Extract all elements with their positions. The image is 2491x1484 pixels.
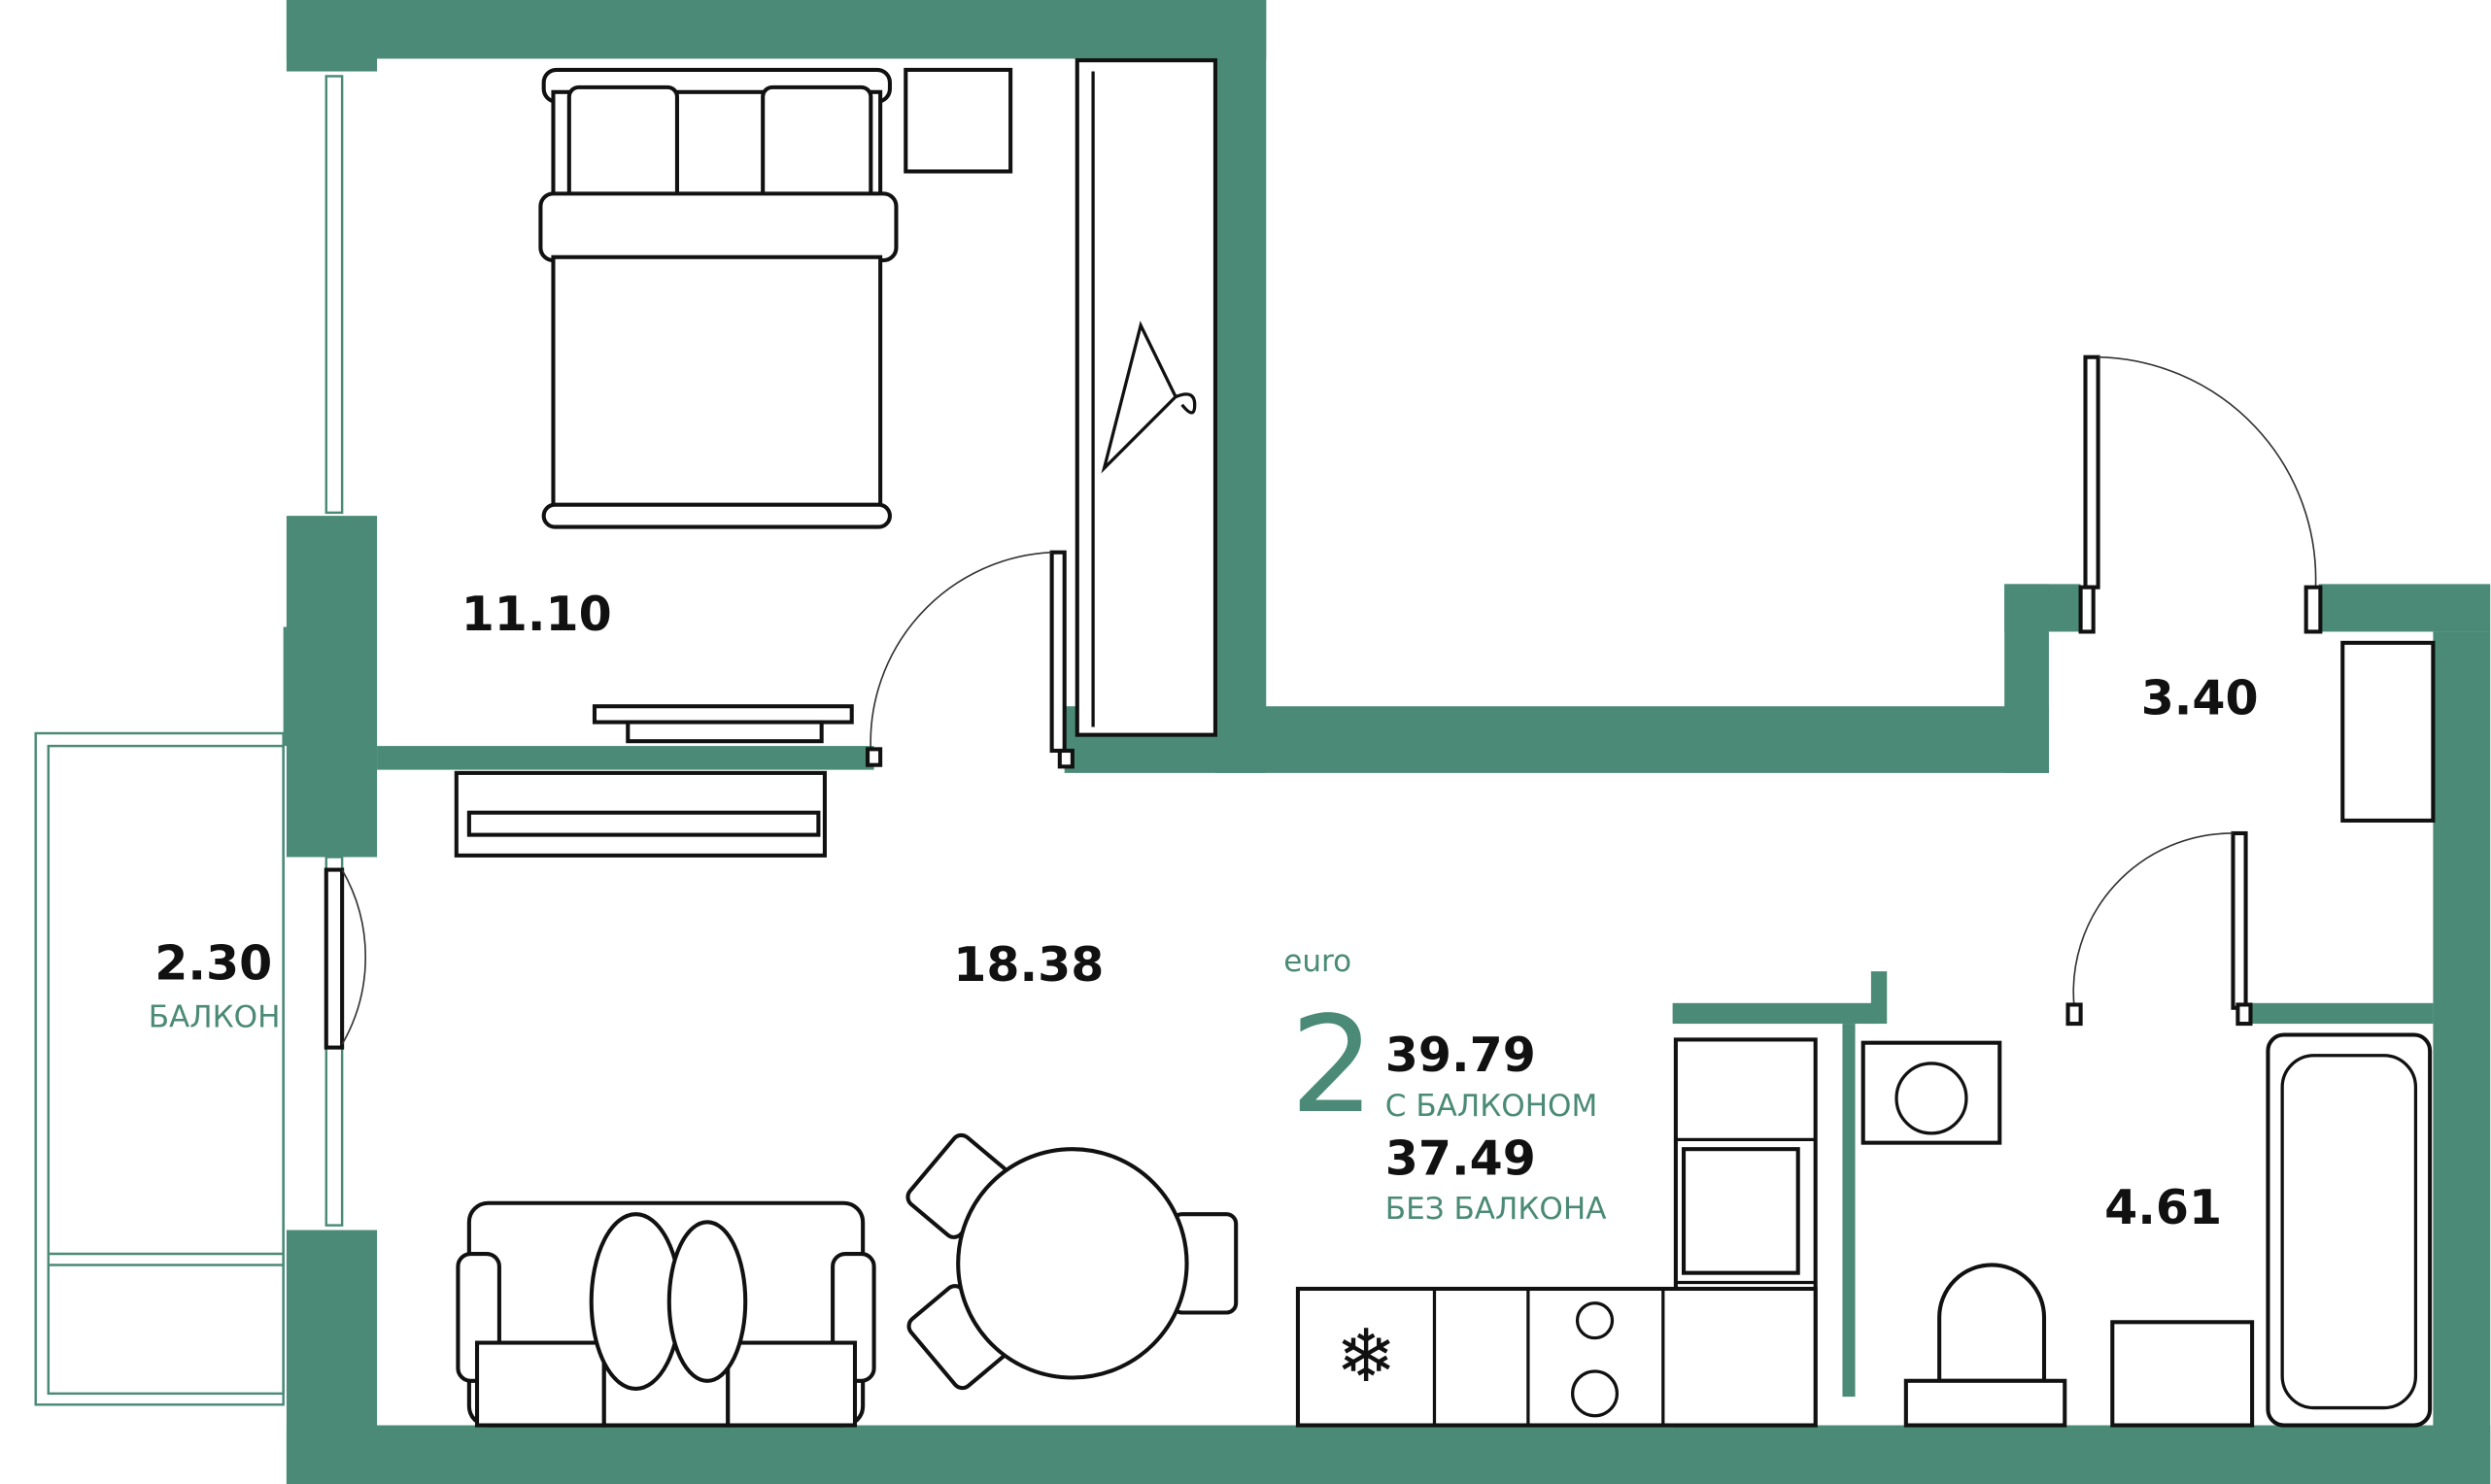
area-bathroom: 4.61 bbox=[2104, 1179, 2222, 1235]
area-hall: 3.40 bbox=[2141, 669, 2259, 725]
with-balcony-label: С БАЛКОНОМ bbox=[1385, 1089, 1597, 1124]
snowflake-icon: ❄ bbox=[1336, 1313, 1397, 1399]
area-bedroom: 11.10 bbox=[461, 586, 612, 642]
area-without-balcony: 37.49 bbox=[1385, 1130, 1536, 1186]
rooms-count: 2 bbox=[1290, 989, 1375, 1143]
area-balcony: 2.30 bbox=[154, 934, 272, 991]
kitchen bbox=[1295, 1037, 1818, 1428]
walls bbox=[283, 0, 2491, 1484]
sofa bbox=[456, 1200, 876, 1428]
area-with-balcony: 39.79 bbox=[1385, 1027, 1536, 1083]
plan-type: euro bbox=[1283, 944, 1351, 979]
without-balcony-label: БЕЗ БАЛКОНА bbox=[1385, 1192, 1607, 1227]
wardrobe bbox=[1075, 58, 1217, 737]
balcony bbox=[34, 731, 285, 1406]
tv-stand bbox=[454, 704, 854, 858]
doors bbox=[324, 354, 2323, 1050]
nightstand bbox=[904, 67, 1013, 174]
bathroom-fixtures bbox=[1860, 640, 2436, 1428]
area-living: 18.38 bbox=[953, 936, 1104, 993]
bed bbox=[538, 67, 899, 529]
dining-table bbox=[905, 1132, 1239, 1391]
balcony-label: БАЛКОН bbox=[149, 999, 281, 1034]
